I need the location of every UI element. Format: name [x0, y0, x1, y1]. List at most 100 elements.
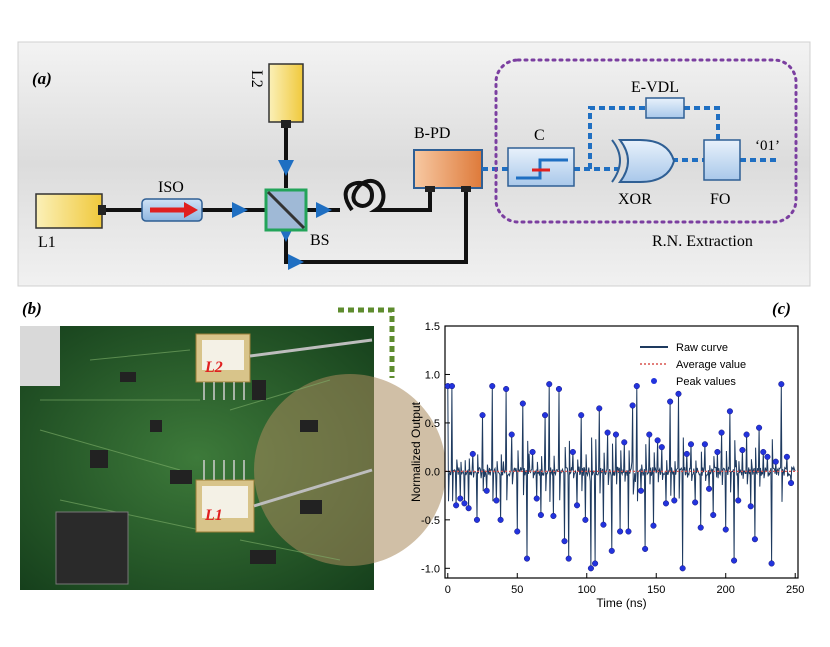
- evdl-label: E-VDL: [631, 79, 679, 96]
- comparator-label: C: [534, 127, 545, 144]
- peak-point: [550, 512, 557, 520]
- peak-point: [662, 500, 670, 507]
- xor-label: XOR: [618, 191, 652, 208]
- peak-point: [448, 383, 455, 390]
- peak-point: [608, 547, 615, 554]
- panel-a-label: (a): [32, 69, 52, 88]
- photo-l1-label: L1: [204, 507, 223, 524]
- laser-l2-label: L2: [248, 70, 265, 88]
- peak-point: [629, 402, 636, 409]
- peak-point: [596, 405, 603, 412]
- peak-point: [683, 450, 690, 457]
- panel-b-label: (b): [22, 299, 42, 318]
- peak-point: [612, 431, 619, 438]
- y-tick-label: 0.5: [425, 418, 440, 430]
- x-axis-label: Time (ns): [596, 596, 646, 610]
- peak-point: [508, 431, 515, 438]
- photo-l2-label: L2: [204, 359, 223, 376]
- photo-connector: [20, 326, 60, 386]
- raw-curve-line: [447, 384, 796, 569]
- laser-l1-port: [98, 205, 106, 215]
- bs-label: BS: [310, 232, 330, 249]
- peak-point: [743, 431, 750, 438]
- isolator-arrow-icon: [184, 202, 198, 218]
- peak-point: [617, 528, 624, 535]
- y-tick-label: 1.5: [425, 321, 440, 333]
- photo-components: [90, 372, 322, 564]
- peak-point: [497, 516, 504, 523]
- peak-point: [783, 453, 790, 460]
- peak-point: [788, 479, 795, 487]
- fiber-lines: [102, 124, 468, 264]
- arrow-down-icon: [278, 160, 294, 176]
- peak-point: [778, 381, 785, 388]
- y-tick-label: 0.0: [425, 466, 440, 478]
- peak-point: [726, 408, 733, 415]
- photo-fpga-chip: [55, 511, 129, 585]
- peak-point: [493, 497, 500, 504]
- peak-point: [503, 385, 510, 393]
- x-tick-label: 50: [511, 584, 523, 596]
- peak-point: [710, 511, 717, 519]
- peak-point: [772, 458, 779, 465]
- y-tick-label: -1.0: [421, 563, 440, 575]
- peak-point: [739, 447, 746, 454]
- photo-fiber-l1: [253, 468, 373, 508]
- peak-point: [671, 497, 678, 504]
- peak-point: [756, 424, 763, 431]
- peak-point: [565, 555, 572, 562]
- x-tick-label: 250: [786, 584, 804, 596]
- peak-point: [523, 555, 531, 562]
- photo-pins: [203, 382, 245, 480]
- laser-l1: [35, 193, 103, 229]
- peak-point: [489, 383, 496, 390]
- peak-point: [621, 439, 628, 446]
- photo-laser-l2-sticker: [202, 340, 244, 370]
- laser-l2-port: [281, 120, 291, 128]
- peak-point: [633, 383, 640, 390]
- iso-label: ISO: [158, 179, 184, 196]
- peak-point: [654, 437, 661, 444]
- y-axis-label: Normalized Output: [409, 401, 423, 502]
- peak-point: [537, 511, 544, 519]
- peak-point: [625, 528, 632, 535]
- peak-point: [483, 487, 490, 494]
- peak-point: [768, 560, 775, 567]
- peak-point: [692, 499, 699, 506]
- peak-point: [714, 448, 721, 456]
- peak-point: [514, 528, 521, 535]
- bpd-port-right: [461, 186, 471, 192]
- peak-point: [697, 524, 704, 531]
- peak-point: [573, 502, 581, 509]
- peak-point: [760, 448, 767, 456]
- bpd-port-left: [425, 186, 435, 192]
- legend-peak-swatch: [651, 378, 657, 384]
- photo-fiber-l2: [249, 338, 373, 358]
- peak-point: [578, 412, 585, 419]
- output-label: ‘01’: [755, 138, 780, 154]
- x-tick-label: 100: [578, 584, 596, 596]
- peak-point: [582, 516, 589, 523]
- plot-frame: [444, 325, 799, 579]
- peak-point: [731, 557, 738, 564]
- x-tick-label: 200: [717, 584, 735, 596]
- peak-point: [706, 485, 713, 492]
- arrow-right-icon: [232, 202, 248, 218]
- peak-point: [701, 441, 708, 448]
- photo-laser-l1-sticker: [202, 486, 248, 518]
- panel-c-label: (c): [772, 299, 791, 318]
- peak-point: [675, 390, 682, 397]
- peak-point: [461, 500, 468, 507]
- peak-point: [465, 505, 472, 512]
- peak-point: [679, 565, 686, 572]
- beam-splitter-mirror: [266, 190, 306, 230]
- peak-point: [555, 385, 563, 393]
- peak-point: [600, 521, 607, 528]
- bpd-label: B-PD: [414, 125, 450, 142]
- peak-point: [546, 381, 553, 388]
- y-tick-label: 1.0: [425, 369, 440, 381]
- peak-point: [529, 448, 536, 456]
